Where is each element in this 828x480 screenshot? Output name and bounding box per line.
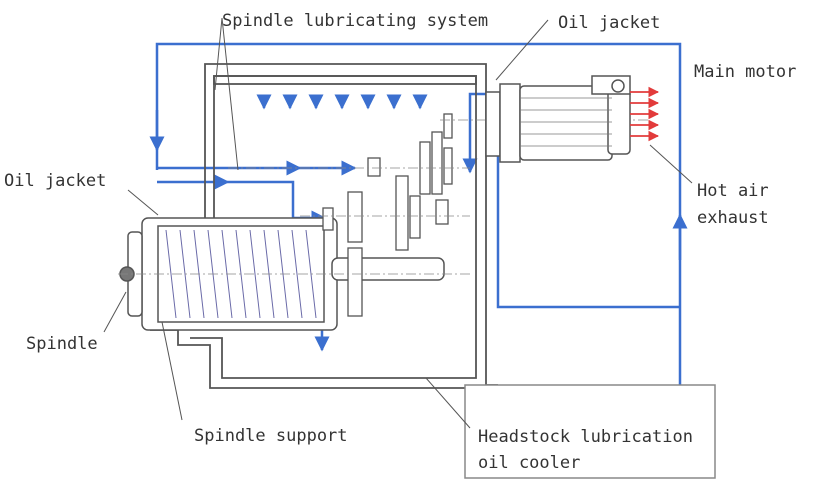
label-cooler-line1: Headstock lubrication	[478, 427, 693, 447]
leader-spindle-lub	[221, 17, 239, 171]
gear	[347, 191, 363, 243]
main-motor	[485, 75, 631, 163]
hot-air-arrows	[630, 86, 660, 142]
label-spindle-support: Spindle support	[194, 426, 348, 446]
leader-oil-jacket-left	[127, 189, 159, 216]
gear	[322, 207, 334, 231]
housing-outer	[150, 63, 487, 389]
gear	[435, 199, 449, 225]
leader-spindle	[103, 291, 127, 333]
headstock-housing	[150, 63, 498, 389]
leader-lines	[103, 17, 693, 429]
leader-hot-air	[649, 144, 693, 184]
leader-spindle-support	[161, 321, 183, 421]
oil-return-line	[496, 94, 680, 309]
motor-fan-icon	[611, 79, 625, 93]
gear	[347, 247, 363, 317]
gear	[395, 175, 409, 251]
label-hot-air-line1: Hot air	[697, 181, 769, 201]
leader-cooler	[425, 377, 471, 429]
gear	[443, 147, 453, 185]
gear	[431, 131, 443, 195]
gearbox	[322, 113, 453, 317]
label-oil-jacket-top: Oil jacket	[558, 13, 660, 33]
label-spindle-lubricating-system: Spindle lubricating system	[222, 11, 488, 31]
label-oil-jacket-left: Oil jacket	[4, 171, 106, 191]
gear	[367, 157, 381, 177]
gear	[409, 195, 421, 239]
top-oil-manifold	[213, 75, 477, 85]
gear	[443, 113, 453, 139]
label-main-motor: Main motor	[694, 62, 796, 82]
oil-feed-line-3	[228, 180, 327, 226]
motor-fins	[520, 97, 612, 147]
label-hot-air-line2: exhaust	[697, 208, 769, 228]
oil-cooler-box	[464, 384, 716, 479]
motor-flange	[499, 83, 521, 163]
leader-spindle-lub-2	[214, 17, 223, 91]
leader-oil-jacket-top	[495, 19, 549, 81]
motor-body	[519, 85, 613, 161]
label-cooler-line2: oil cooler	[478, 453, 580, 473]
label-spindle: Spindle	[26, 334, 98, 354]
motor-oil-jacket	[485, 91, 501, 157]
